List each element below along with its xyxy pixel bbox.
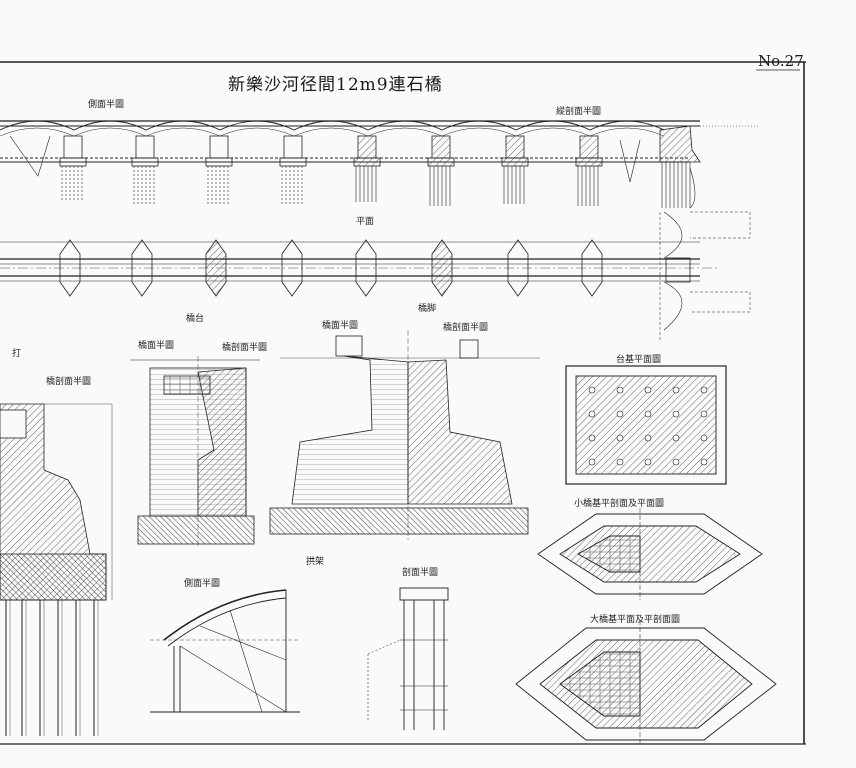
label-pier: 橋脚 — [418, 304, 437, 314]
label-side-elevation: 側面半圖 — [88, 100, 125, 110]
plate-number: No.27 — [758, 52, 804, 70]
bridge-plan — [0, 211, 751, 340]
label-centering: 拱架 — [306, 557, 325, 567]
drawing-title: 新樂沙河径間12m9連石橋 — [228, 75, 443, 95]
label-plan: 平面 — [356, 217, 375, 227]
label-abutment-elevation: 橋面半圖 — [138, 341, 175, 351]
label-footing-plan: 台基平面圖 — [616, 355, 662, 365]
pier-drawing — [269, 330, 540, 540]
label-longitudinal-section: 縱剖面半圖 — [556, 107, 602, 117]
label-small-pier-footing: 小橋基平剖面及平面圖 — [574, 499, 665, 509]
sheet-border — [0, 61, 806, 745]
label-centering-side: 側面半圖 — [184, 579, 221, 589]
bridge-elevation — [0, 120, 760, 209]
label-left-section: 橋剖面半圖 — [46, 377, 92, 387]
centering-side — [150, 589, 300, 713]
label-left-cut: 打 — [12, 349, 22, 359]
abutment-drawing — [130, 356, 260, 548]
label-abutment-section: 橋剖面半圖 — [222, 343, 268, 353]
large-pier-footing — [515, 620, 777, 744]
small-pier-footing — [537, 508, 763, 600]
label-centering-section: 剖面半圖 — [402, 568, 439, 578]
centering-section — [367, 587, 449, 730]
label-large-pier-footing: 大橋基平面及平剖面圖 — [590, 615, 681, 625]
label-abutment: 橋台 — [186, 314, 205, 324]
left-abutment-section — [0, 403, 113, 736]
label-pier-section: 橋剖面半圖 — [443, 323, 489, 333]
footing-plan — [565, 365, 727, 485]
label-pier-elevation: 橋面半圖 — [322, 321, 359, 331]
